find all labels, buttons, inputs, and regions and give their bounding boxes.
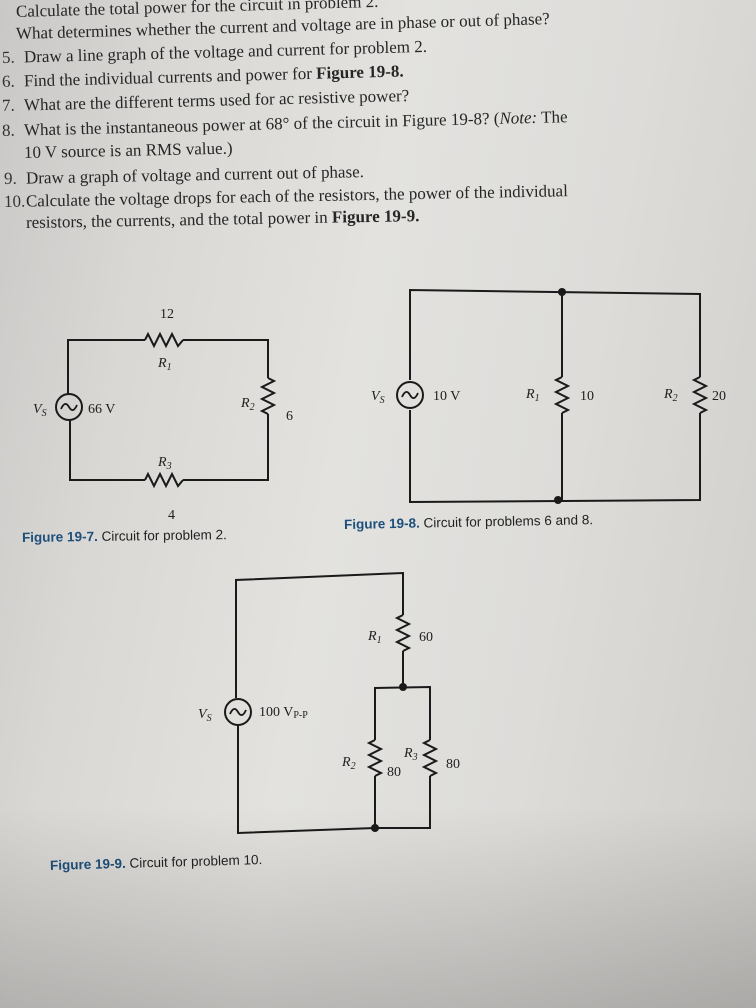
sine-wave-icon bbox=[401, 391, 419, 399]
wire bbox=[374, 776, 431, 829]
wire bbox=[237, 726, 376, 835]
r2-value: 20 bbox=[712, 389, 726, 404]
question-7: 7. What are the different terms used for … bbox=[2, 86, 410, 116]
ac-source-symbol bbox=[224, 698, 252, 726]
figure-19-7-circuit: 12 R1 R2 6 R3 4 VS 66 V bbox=[33, 307, 293, 523]
resistor-r2-symbol bbox=[259, 377, 277, 415]
source-label: VS bbox=[198, 707, 212, 724]
resistor-r1-symbol bbox=[394, 614, 412, 652]
r1-value: 60 bbox=[419, 630, 433, 645]
figure-number: Figure 19-8. bbox=[343, 515, 420, 532]
question-number: 5. bbox=[1, 47, 15, 67]
question-text: resistors, the currents, and the total p… bbox=[25, 207, 333, 232]
r2-value: 80 bbox=[387, 765, 401, 780]
question-text: 10 V source is an RMS value.) bbox=[23, 138, 233, 162]
resistor-r3-symbol bbox=[421, 739, 439, 777]
question-text: Find the individual currents and power f… bbox=[23, 63, 317, 91]
r2-label: R2 bbox=[341, 755, 356, 772]
source-value: 100 VP-P bbox=[259, 705, 308, 721]
r3-value: 4 bbox=[168, 508, 175, 523]
source-value: 66 V bbox=[88, 402, 115, 417]
caption-text: Circuit for problem 10. bbox=[129, 852, 263, 871]
r3-label: R3 bbox=[403, 746, 418, 763]
sine-wave-icon bbox=[60, 403, 78, 411]
wire bbox=[67, 339, 145, 394]
wire bbox=[374, 685, 431, 740]
sine-wave-icon bbox=[229, 708, 247, 716]
junction-dot bbox=[399, 683, 407, 691]
wire bbox=[183, 339, 269, 378]
r1-value: 10 bbox=[580, 389, 594, 404]
source-label: VS bbox=[33, 402, 47, 419]
junction-dot bbox=[554, 496, 562, 504]
r1-value: 12 bbox=[160, 307, 174, 322]
figure-19-7-caption: Figure 19-7. Circuit for problem 2. bbox=[22, 527, 227, 545]
ac-source-symbol bbox=[55, 393, 83, 421]
wire bbox=[409, 288, 701, 380]
caption-text: Circuit for problems 6 and 8. bbox=[423, 512, 594, 531]
wire bbox=[69, 420, 145, 481]
resistor-r2-symbol bbox=[366, 739, 384, 777]
question-8-line2: 10 V source is an RMS value.) bbox=[24, 139, 233, 163]
question-number: 7. bbox=[1, 95, 15, 115]
question-number: 8. bbox=[1, 120, 15, 140]
resistor-r1-symbol bbox=[553, 376, 571, 414]
junction-dot bbox=[371, 824, 379, 832]
r2-label: R2 bbox=[663, 387, 678, 404]
question-number: 10. bbox=[3, 191, 26, 211]
question-text: What are the different terms used for ac… bbox=[23, 86, 410, 115]
figure-reference: Figure 19-8. bbox=[315, 61, 404, 83]
note-label: Note: bbox=[499, 107, 538, 128]
r1-label: R1 bbox=[525, 387, 540, 404]
figure-number: Figure 19-9. bbox=[49, 855, 126, 873]
resistor-r1-symbol bbox=[144, 331, 184, 349]
source-label: VS bbox=[371, 389, 385, 406]
wire bbox=[235, 571, 404, 698]
question-text-end: The bbox=[536, 107, 568, 127]
r1-label: R1 bbox=[157, 356, 172, 373]
source-value: 10 V bbox=[433, 389, 460, 404]
r3-value: 80 bbox=[446, 757, 460, 772]
figure-19-8-circuit: VS 10 V R1 10 R2 20 bbox=[371, 288, 726, 504]
resistor-r3-symbol bbox=[144, 471, 184, 489]
figure-19-9-circuit: VS 100 VP-P R1 60 R2 80 R3 80 bbox=[198, 571, 460, 835]
question-text: Draw a graph of voltage and current out … bbox=[25, 162, 365, 188]
r2-value: 6 bbox=[286, 409, 293, 424]
r2-label: R2 bbox=[240, 396, 255, 413]
question-number: 6. bbox=[1, 71, 15, 91]
r1-label: R1 bbox=[367, 629, 382, 646]
ac-source-symbol bbox=[396, 381, 424, 409]
figure-number: Figure 19-7. bbox=[21, 528, 98, 545]
resistor-r2-symbol bbox=[691, 376, 709, 414]
figure-reference: Figure 19-9. bbox=[331, 206, 420, 227]
junction-dot bbox=[558, 288, 566, 296]
caption-text: Circuit for problem 2. bbox=[101, 527, 227, 544]
figure-19-9-caption: Figure 19-9. Circuit for problem 10. bbox=[50, 852, 263, 873]
r3-label: R3 bbox=[157, 455, 172, 472]
question-number: 9. bbox=[3, 168, 17, 188]
wire bbox=[409, 410, 701, 504]
wire bbox=[183, 414, 269, 481]
question-9: 9. Draw a graph of voltage and current ou… bbox=[4, 162, 364, 189]
